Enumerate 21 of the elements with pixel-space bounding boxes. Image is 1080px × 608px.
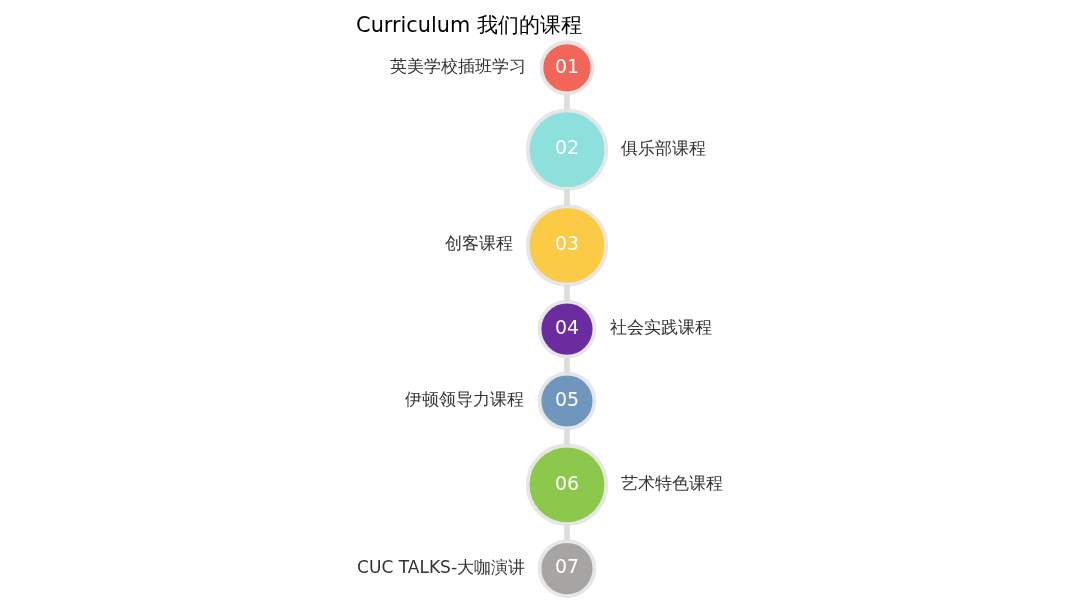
node-circle: 02 bbox=[525, 108, 609, 191]
node-label: 创客课程 bbox=[444, 233, 513, 254]
node-label: CUC TALKS-大咖演讲 bbox=[357, 556, 526, 577]
node-label: 艺术特色课程 bbox=[621, 472, 724, 493]
node-circle: 03 bbox=[525, 204, 609, 287]
node-label: 俱乐部课程 bbox=[621, 137, 707, 158]
node-circle: 01 bbox=[539, 40, 595, 96]
node-label: 伊顿领导力课程 bbox=[405, 389, 525, 410]
connector bbox=[564, 284, 570, 302]
connector bbox=[564, 356, 570, 374]
node-circle: 04 bbox=[537, 299, 597, 359]
connector bbox=[564, 428, 570, 446]
connector bbox=[564, 93, 570, 111]
node-circle: 05 bbox=[537, 371, 597, 431]
node-circle: 07 bbox=[537, 539, 597, 598]
node-label: 英美学校插班学习 bbox=[390, 55, 527, 76]
connector bbox=[564, 524, 570, 541]
diagram-title: Curriculum 我们的课程 bbox=[356, 13, 582, 38]
node-circle: 06 bbox=[525, 443, 609, 526]
connector bbox=[564, 189, 570, 206]
node-label: 社会实践课程 bbox=[609, 317, 712, 338]
